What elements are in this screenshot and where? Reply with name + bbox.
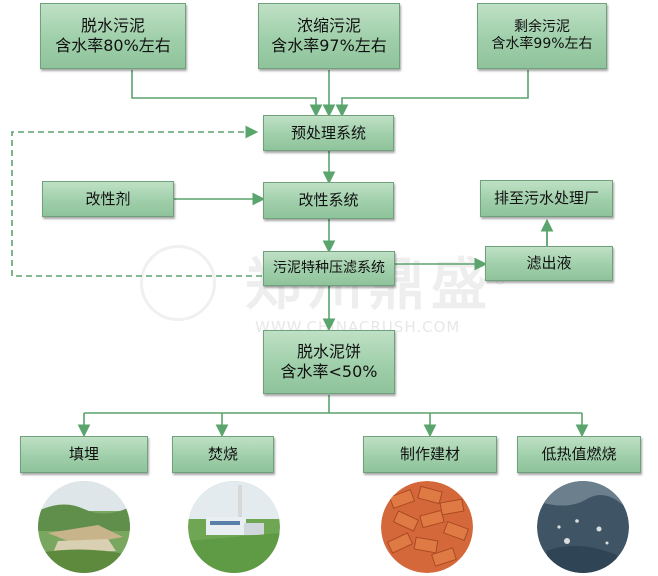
landfill-photo [38,481,130,573]
node-building-material: 制作建材 [363,436,497,473]
watermark-logo-icon [140,245,216,321]
node-landfill: 填埋 [20,436,148,473]
node-filtrate: 滤出液 [485,246,613,281]
low-heat-fuel-photo [537,481,629,573]
incineration-photo [188,481,280,573]
node-pretreatment: 预处理系统 [263,115,394,151]
node-residual-sludge: 剩余污泥 含水率99%左右 [477,3,607,69]
connector-dewatered-to-pretreatment [131,70,323,118]
node-press-filter: 污泥特种压滤系统 [263,251,395,286]
connector-residual-to-pretreatment [335,70,529,118]
node-incineration: 焚烧 [172,436,274,473]
node-modifier: 改性剂 [42,181,174,217]
node-dewatered-sludge: 脱水污泥 含水率80%左右 [40,3,186,69]
node-to-sewage-plant: 排至污水处理厂 [480,180,613,217]
connector-recycle-dashed [11,125,262,277]
node-thickened-sludge: 浓缩污泥 含水率97%左右 [258,3,400,69]
node-dewatered-cake: 脱水泥饼 含水率<50% [263,330,395,394]
node-low-heat-combustion: 低热值燃烧 [517,436,641,473]
bricks-photo [381,481,473,573]
node-modification: 改性系统 [263,182,394,219]
